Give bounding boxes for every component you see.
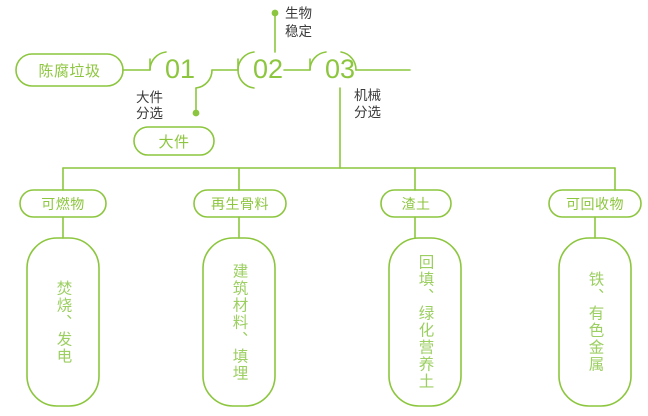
endpoint-dot-02	[271, 9, 279, 17]
endpoint-dot-01	[192, 109, 200, 117]
step-note-01-line2: 分选	[136, 106, 163, 121]
detail-text-3: 回填、绿化营养土	[416, 254, 434, 390]
node-02-arc-left	[237, 51, 255, 71]
detail-text-2: 建筑材料、填埋	[230, 262, 248, 382]
connector-02-to-03	[283, 58, 311, 71]
step-number-02[interactable]: 02	[253, 54, 284, 84]
detail-text-4: 铁、有色金属	[586, 271, 604, 373]
detail-box-2	[202, 237, 276, 407]
node-03-arc-right	[340, 51, 357, 71]
pill-shape-output-2	[193, 189, 287, 218]
step-note-02-line1: 生物	[285, 6, 312, 21]
pill-label-output-3[interactable]: 渣土	[401, 195, 431, 212]
node-02-arc-right	[237, 69, 255, 89]
detail-box-1	[26, 237, 100, 407]
step-note-03-line1: 机械	[354, 88, 381, 103]
pill-label-source[interactable]: 陈腐垃圾	[38, 62, 101, 80]
connector-01-to-02	[211, 58, 239, 71]
pill-label-branch-01[interactable]: 大件	[158, 133, 190, 151]
pill-shape-branch-01	[133, 126, 215, 156]
pill-label-output-2[interactable]: 再生骨料	[211, 195, 269, 212]
node-01-arc-left	[149, 51, 167, 71]
detail-box-3	[388, 237, 462, 407]
pill-shape-output-3	[380, 189, 452, 218]
step-note-02-line2: 稳定	[285, 24, 312, 39]
step-number-01[interactable]: 01	[165, 54, 196, 84]
step-note-03-line2: 分选	[354, 105, 381, 120]
detail-text-1: 焚烧、发电	[54, 279, 72, 365]
detail-box-4	[558, 237, 632, 407]
connector-source-to-01	[122, 58, 151, 71]
node-01-arc-right	[195, 69, 213, 89]
pill-label-output-4[interactable]: 可回收物	[566, 195, 624, 212]
pill-label-output-1[interactable]: 可燃物	[41, 195, 85, 212]
node-03-arc-left	[309, 51, 327, 71]
step-number-03[interactable]: 03	[325, 54, 356, 84]
step-note-01-line1: 大件	[136, 90, 163, 105]
